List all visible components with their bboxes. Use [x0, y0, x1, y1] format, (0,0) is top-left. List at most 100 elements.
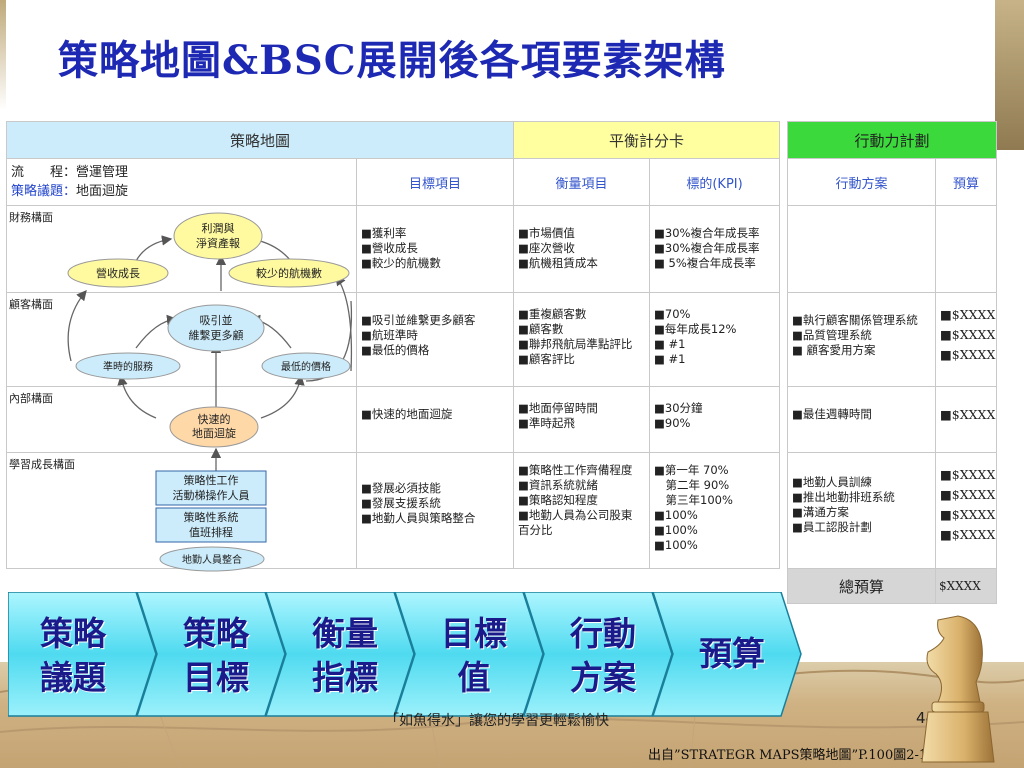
node-label: 營收成長 — [96, 266, 140, 280]
issue-label: 策略議題： — [11, 184, 77, 199]
plans-cell — [787, 205, 936, 293]
flow-value: 營運管理 — [76, 165, 129, 180]
process-arrows — [8, 592, 802, 717]
node-label: 吸引並 — [200, 313, 233, 327]
node-strategic-jobs — [155, 470, 267, 506]
source-citation: 出自”STRATEGR MAPS策略地圖”P.100圖2-10 — [648, 748, 936, 763]
targets-cell: ■30分鐘 ■90% — [649, 386, 781, 453]
measure-item: 百分比 — [518, 523, 553, 537]
measure-item: ■資訊系統就緒 — [518, 478, 598, 492]
flow-label: 流 程： — [11, 165, 77, 180]
node-label: 活動梯操作人員 — [173, 488, 250, 502]
node-label: 淨資產報 — [196, 236, 240, 250]
node-label: 利潤與 — [202, 221, 235, 235]
process-step-line: 目標 — [441, 614, 507, 653]
perspective-label: 內部構面 — [9, 392, 53, 405]
page-title: 策略地圖&BSC展開後各項要素架構 — [58, 37, 726, 84]
perspective-label: 顧客構面 — [9, 298, 53, 311]
plan-item: ■ 顧客愛用方案 — [792, 343, 876, 357]
budget-item: ■$XXXX — [940, 507, 996, 522]
node-label: 較少的航機數 — [256, 266, 322, 280]
budget-item: ■$XXXX — [940, 487, 996, 502]
issue-value: 地面迴旋 — [76, 184, 129, 199]
plans-cell: ■地勤人員訓練 ■推出地勤排班系統 ■溝通方案 ■員工認股計劃 — [787, 452, 936, 569]
targets-header: 標的(KPI) — [649, 158, 781, 206]
target-item: ■30%複合年成長率 — [654, 241, 760, 255]
process-step-line: 策略 — [40, 614, 106, 653]
budget-cell: ■$XXXX — [934, 386, 998, 453]
objectives-cell: ■快速的地面迴旋 — [355, 386, 515, 453]
node-label: 策略性工作 — [184, 473, 239, 487]
targets-cell: ■30%複合年成長率 ■30%複合年成長率 ■ 5%複合年成長率 — [649, 205, 781, 293]
objective-item: ■快速的地面迴旋 — [361, 407, 453, 421]
target-item: ■90% — [654, 416, 691, 430]
node-fewer-aircraft — [228, 258, 350, 288]
action-plan-table: 行動力計劃 行動方案 預算 ■執行顧客關係管理系統 ■品質管理系統 ■ 顧客愛用… — [786, 121, 998, 604]
process-chevron — [651, 592, 802, 717]
node-label: 地面迴旋 — [192, 426, 236, 440]
budget-item: ■$XXXX — [940, 527, 996, 542]
process-step-line: 指標 — [312, 658, 378, 697]
process-chevron — [393, 592, 544, 717]
measures-cell: ■重複顧客數 ■顧客數 ■聯邦飛航局準點評比 ■顧客評比 — [513, 292, 651, 387]
process-step-label: 預算 — [675, 632, 789, 676]
measure-item: ■地面停留時間 — [518, 401, 598, 415]
process-step-label: 策略議題 — [16, 612, 130, 700]
decor-strip-right — [995, 0, 1024, 150]
measure-item: ■市場價值 — [518, 226, 575, 240]
measure-item: ■顧客評比 — [518, 352, 575, 366]
node-label: 維繫更多顧 — [189, 328, 244, 342]
perspective-label: 財務構面 — [9, 211, 53, 224]
node-revenue-growth — [67, 258, 169, 288]
plan-item: ■地勤人員訓練 — [792, 475, 872, 489]
node-label: 值班排程 — [189, 525, 233, 539]
targets-cell: ■第一年 70% 第二年 90% 第三年100% ■100% ■100% ■10… — [649, 452, 781, 569]
objective-item: ■營收成長 — [361, 241, 418, 255]
process-step-label: 行動方案 — [546, 612, 660, 700]
targets-cell: ■70% ■每年成長12% ■ #1 ■ #1 — [649, 292, 781, 387]
budget-cell — [934, 205, 998, 293]
bsc-header: 平衡計分卡 — [513, 121, 781, 159]
budget-item: ■$XXXX — [940, 307, 996, 322]
node-label: 快速的 — [198, 412, 231, 426]
flow-info: 流 程：營運管理 策略議題：地面迴旋 — [6, 158, 357, 206]
objectives-cell: ■發展必須技能 ■發展支援系統 ■地勤人員與策略整合 — [355, 452, 515, 569]
process-chevron — [264, 592, 415, 717]
plans-cell: ■執行顧客關係管理系統 ■品質管理系統 ■ 顧客愛用方案 — [787, 292, 936, 387]
process-step-label: 策略目標 — [159, 612, 273, 700]
target-item: ■30%複合年成長率 — [654, 226, 760, 240]
budget-cell: ■$XXXX ■$XXXX ■$XXXX — [934, 292, 998, 387]
process-step-label: 衡量指標 — [288, 612, 402, 700]
slogan-text: 「如魚得水」讓您的學習更輕鬆愉快 — [385, 713, 609, 729]
process-chevron — [135, 592, 286, 717]
plans-header: 行動方案 — [787, 158, 936, 206]
node-label: 準時的服務 — [103, 360, 153, 373]
objective-item: ■發展必須技能 — [361, 481, 441, 495]
perspective-label: 學習成長構面 — [9, 458, 75, 471]
target-item: ■100% — [654, 508, 698, 522]
measure-item: ■地勤人員為公司股東 — [518, 508, 633, 522]
measures-cell: ■策略性工作齊備程度 ■資訊系統就緒 ■策略認知程度 ■地勤人員為公司股東 百分… — [513, 452, 651, 569]
target-item: ■100% — [654, 523, 698, 537]
node-label: 策略性系統 — [184, 510, 239, 524]
action-plan-header: 行動力計劃 — [786, 121, 998, 159]
objective-item: ■獲利率 — [361, 226, 407, 240]
node-attract-customers — [167, 304, 265, 352]
measure-item: ■座次營收 — [518, 241, 575, 255]
plan-item: ■推出地勤排班系統 — [792, 490, 895, 504]
measures-cell: ■市場價值 ■座次營收 ■航機租賃成本 — [513, 205, 651, 293]
node-strategic-systems — [155, 507, 267, 543]
objectives-cell: ■吸引並維繫更多顧客 ■航班準時 ■最低的價格 — [355, 292, 515, 387]
budget-header: 預算 — [934, 158, 998, 206]
process-step-line: 行動 — [570, 614, 636, 653]
budget-item: ■$XXXX — [940, 467, 996, 482]
process-step-line: 目標 — [183, 658, 249, 697]
plan-item: ■最佳週轉時間 — [792, 407, 872, 421]
node-profit-roe — [173, 212, 263, 260]
measures-header: 衡量項目 — [513, 158, 651, 206]
plans-cell: ■最佳週轉時間 — [787, 386, 936, 453]
objectives-header: 目標項目 — [355, 158, 515, 206]
process-step-line: 方案 — [570, 658, 636, 697]
target-item: ■100% — [654, 538, 698, 552]
target-item: ■ 5%複合年成長率 — [654, 256, 756, 270]
